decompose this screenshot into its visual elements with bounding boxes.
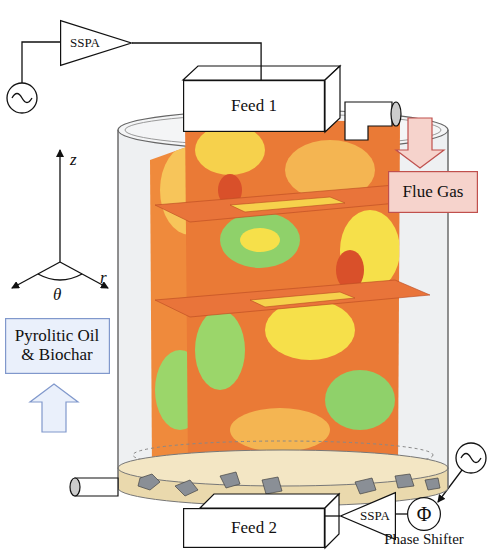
node-text: SSPA [360, 509, 390, 523]
connector-wire [396, 513, 407, 514]
node-text: Flue Gas [396, 183, 470, 202]
process-box: Flue Gas [388, 171, 478, 213]
node-text: Pyrolitic Oil & Biochar [11, 327, 104, 364]
node-text: Φ [417, 503, 432, 525]
pipe [70, 102, 401, 496]
axis-label: z [70, 150, 77, 170]
node-text: Feed 2 [231, 519, 277, 538]
phase-shifter: ΦPhase Shifter [407, 497, 441, 531]
process-box: Feed 2 [183, 508, 325, 548]
connector-wire [325, 515, 340, 516]
node-outline [408, 498, 441, 531]
node-text: Feed 1 [231, 97, 277, 116]
axis-label: r [100, 268, 107, 288]
amplifier-triangle: SSPA [60, 20, 132, 66]
node-outline [184, 509, 325, 548]
node-outline [61, 21, 132, 66]
node-outline [389, 172, 478, 213]
process-box: Feed 1 [183, 80, 325, 132]
node-outline [5, 319, 109, 374]
node-text: SSPA [70, 36, 100, 50]
process-box: Pyrolitic Oil & Biochar [5, 318, 110, 374]
node-outline [184, 81, 325, 132]
connector-wire [132, 43, 261, 80]
block-arrow [30, 384, 78, 432]
node-text: Phase Shifter [384, 531, 464, 548]
block-arrow [396, 118, 444, 168]
axis-label: θ [53, 285, 61, 305]
axes [12, 150, 108, 288]
feed-box-face [183, 66, 340, 548]
